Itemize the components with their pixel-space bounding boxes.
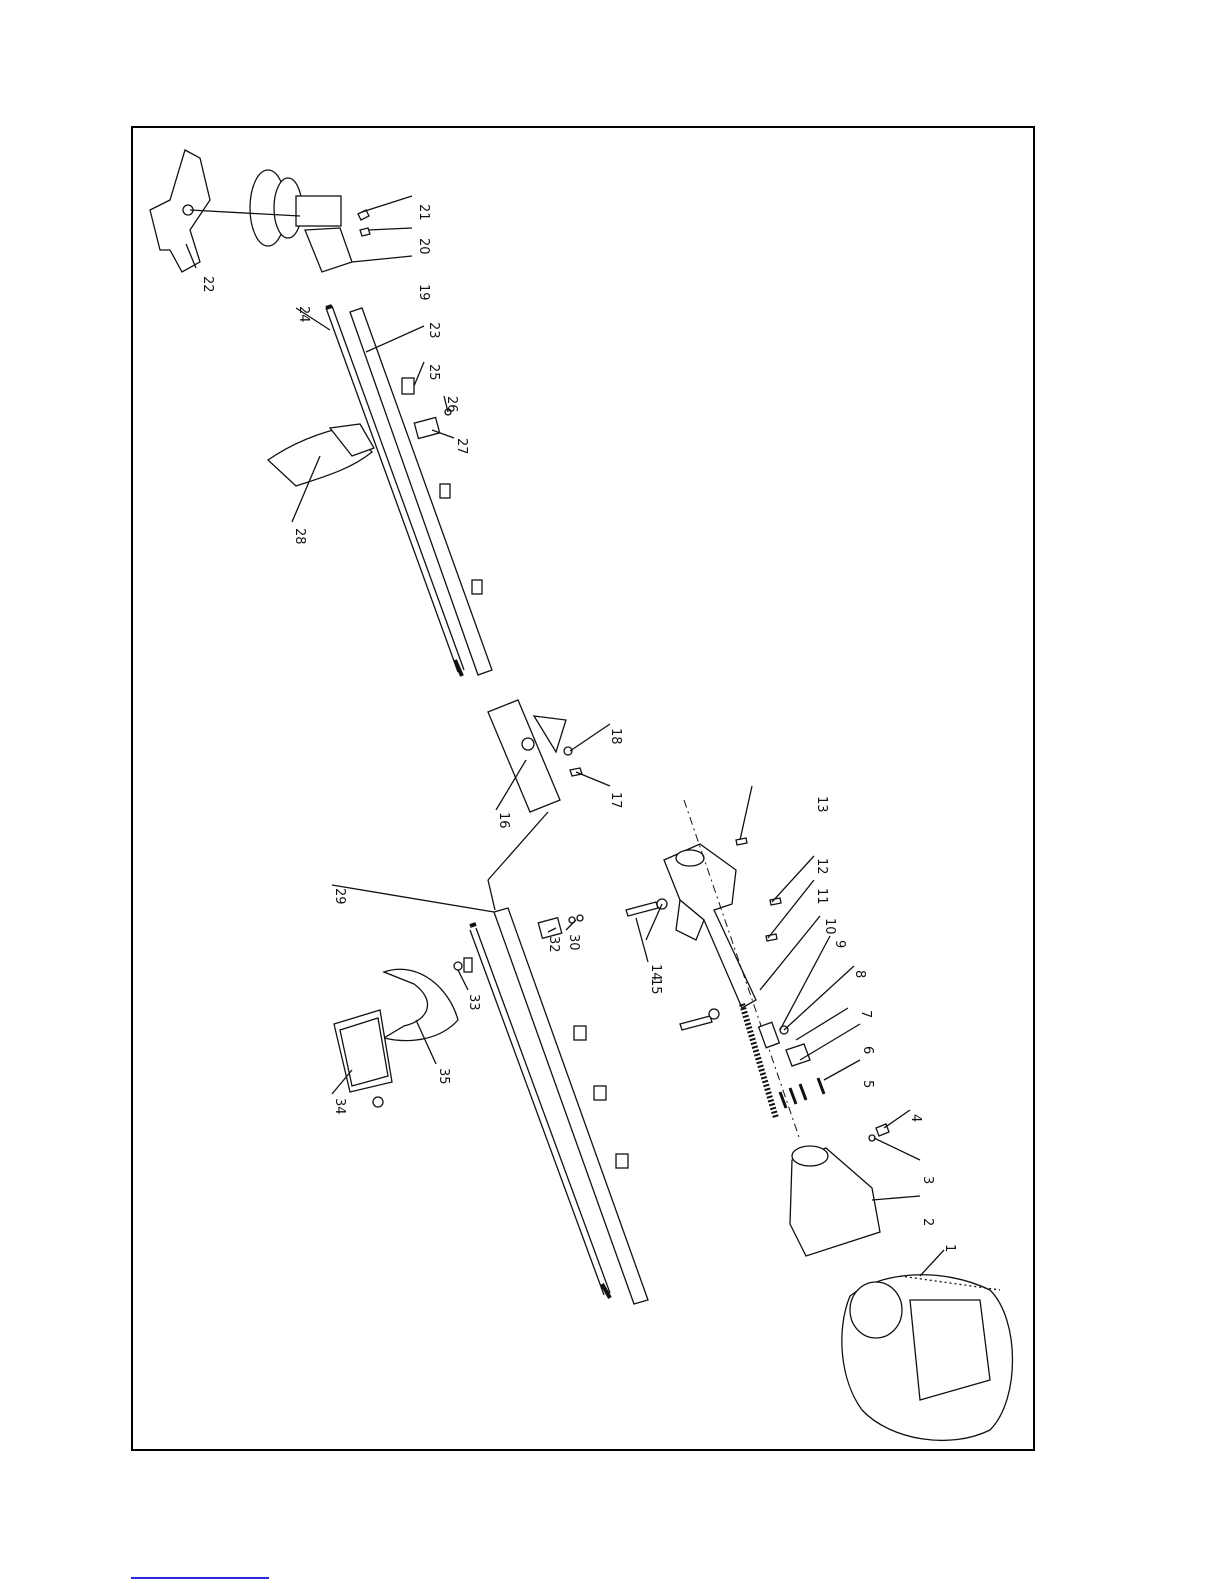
label-4: 4: [908, 1114, 923, 1122]
part-labels: 21 20 22 19 24 23 25 26 27 28 18 17 16 1…: [200, 204, 957, 1252]
label-29: 29: [332, 888, 347, 905]
label-15: 15: [648, 978, 663, 995]
label-1: 1: [942, 1244, 957, 1252]
label-28: 28: [292, 528, 307, 545]
label-32: 30: [566, 934, 581, 951]
label-6: 6: [860, 1046, 875, 1054]
hardware-20-21: [358, 210, 370, 236]
leader-lines: [186, 196, 944, 1276]
label-26: 26: [444, 396, 459, 413]
label-30: 34: [332, 1098, 347, 1115]
engine-1: [842, 1275, 1013, 1441]
gear-head-19: [250, 170, 352, 272]
label-7: 7: [858, 1010, 873, 1018]
label-35: 35: [436, 1068, 451, 1085]
label-12: 12: [814, 858, 829, 875]
label-2: 2: [920, 1218, 935, 1226]
grip-30: [334, 1010, 392, 1107]
footer-rule: [131, 1577, 269, 1579]
coupler-16: [488, 700, 566, 812]
drive-shaft-lower: [470, 924, 610, 1298]
screws-11-12-13: [736, 838, 781, 941]
guard-28: [268, 424, 374, 486]
label-9: 9: [832, 940, 847, 948]
clamp-27: [414, 409, 451, 439]
throttle-housing: [664, 844, 756, 1008]
tube-29: [494, 908, 648, 1304]
label-22: 22: [200, 276, 215, 293]
label-24: 24: [296, 306, 311, 323]
label-20: 20: [416, 238, 431, 255]
label-25: 25: [426, 364, 441, 381]
spring-cable: [742, 1004, 776, 1118]
label-21: 21: [416, 204, 431, 221]
label-17: 17: [608, 792, 623, 809]
clutch-housing-2: [790, 1146, 880, 1256]
label-34: 33: [466, 994, 481, 1011]
label-23: 23: [426, 322, 441, 339]
label-11: 11: [814, 888, 829, 905]
label-19: 19: [416, 284, 431, 301]
label-16: 16: [496, 812, 511, 829]
screws-17-18: [564, 747, 582, 776]
label-27: 27: [454, 438, 469, 455]
label-8: 8: [852, 970, 867, 978]
label-3: 3: [920, 1176, 935, 1184]
label-5: 5: [860, 1080, 875, 1088]
label-18: 18: [608, 728, 623, 745]
label-10: 10: [822, 918, 837, 935]
tube-23: [350, 308, 492, 675]
screw-34: [454, 958, 472, 972]
small-parts-5-9: [759, 1022, 824, 1108]
label-33: 32: [546, 936, 561, 953]
label-13: 13: [814, 796, 829, 813]
